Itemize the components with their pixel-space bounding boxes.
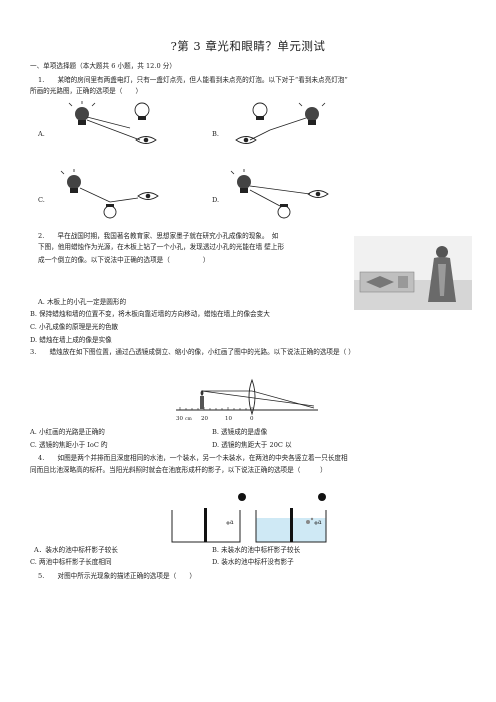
q1-figure-a bbox=[68, 101, 157, 144]
q4-option-b: B. 未装水的池中标杆影子较长 bbox=[212, 546, 301, 554]
eye-icon bbox=[135, 136, 157, 144]
q1-stem-line1: 1. 某暗的房间里有两盏电灯，只有一盏灯点亮，但人能看到未点亮的灯泡。以下对于“… bbox=[38, 76, 348, 84]
lit-bulb-icon bbox=[230, 169, 251, 193]
q3-option-d: D. 透镜的焦距大于 20C 以 bbox=[212, 441, 292, 449]
q1-option-c-label: C. bbox=[38, 196, 45, 204]
q1-option-d-label: D. bbox=[212, 196, 220, 204]
ruler-label-10: 10 bbox=[225, 416, 232, 422]
ruler-label-30: 30 bbox=[176, 416, 183, 422]
q4-option-c: C. 两池中标杆影子长度相同 bbox=[30, 558, 112, 566]
sun-icon bbox=[238, 493, 246, 501]
q4-water-pool-label: a bbox=[318, 519, 322, 526]
q4-stem-line2: 同而且比池深略高的标杆。当阳光斜照时就会在池底形成杆的影子，以下说法正确的选项是… bbox=[30, 466, 327, 474]
q4-empty-pool-label: a bbox=[230, 519, 234, 526]
q1-stem-line2: 所画的光路图，正确的选项是（ ） bbox=[30, 87, 143, 95]
q1-figure-c bbox=[60, 169, 159, 219]
q4-option-d: D. 装水的池中标杆没有影子 bbox=[212, 558, 294, 566]
q3-option-b: B. 透镜成的是虚像 bbox=[212, 428, 268, 436]
q2-option-c: C. 小孔成像的原理是光的色散 bbox=[30, 323, 119, 331]
q5-stem: 5. 对图中所示光现象的描述正确的选项是（ ） bbox=[38, 572, 196, 580]
q3-stem: 3. 蜡烛放在如下图位置，通过凸透镜成倒立、缩小的像，小红画了图中的光路。以下说… bbox=[30, 348, 355, 356]
q1-option-a-label: A. bbox=[38, 130, 45, 138]
q2-mozi-pinhole-illustration bbox=[354, 236, 472, 310]
lit-bulb-icon bbox=[68, 101, 96, 125]
splash-icon bbox=[306, 517, 314, 524]
q1-option-b-label: B. bbox=[212, 130, 219, 138]
q3-option-c: C. 透镜的焦距小于 IoC 旳 bbox=[30, 441, 108, 449]
q3-option-a: A. 小红画的光路是正确的 bbox=[30, 428, 105, 436]
unlit-bulb-icon bbox=[277, 204, 291, 219]
q2-stem-line1: 2. 早在战国时期，我国著名教育家、思想家墨子就在研究小孔成像的现象。 如 bbox=[38, 232, 279, 240]
unlit-bulb-icon bbox=[252, 102, 268, 120]
q1-figure-b bbox=[235, 102, 326, 144]
ruler-label-unit: cm bbox=[185, 417, 193, 422]
lit-bulb-icon bbox=[60, 169, 81, 193]
eye-icon bbox=[137, 192, 159, 200]
q2-stem-line2: 下图，他用蜡烛作为光源，在木板上钻了一个小孔，发现透过小孔的光能在墙 壁上形 bbox=[38, 243, 285, 251]
ruler-label-20: 20 bbox=[201, 416, 208, 422]
q2-option-d: D. 蜡烛在墙上成的像是实像 bbox=[30, 336, 112, 344]
q1-figure-d bbox=[230, 169, 329, 219]
unlit-bulb-icon bbox=[134, 102, 150, 120]
q2-option-a: A. 木板上的小孔一定是圆形的 bbox=[38, 298, 127, 306]
section-heading: 一、单项选择题（本大题共 6 小题，共 12.0 分） bbox=[30, 62, 176, 70]
eye-icon bbox=[307, 190, 329, 198]
unlit-bulb-icon bbox=[103, 204, 117, 219]
ruler-label-0: 0 bbox=[250, 416, 254, 422]
sun-icon bbox=[318, 493, 326, 501]
eye-icon bbox=[235, 136, 257, 144]
q3-lens-ruler-figure: 30 cm 20 10 0 bbox=[176, 378, 318, 422]
lit-bulb-icon bbox=[298, 102, 326, 125]
page-title: ?第 3 章光和眼睛？单元测试 bbox=[170, 39, 326, 53]
convex-lens-icon bbox=[248, 378, 256, 416]
q4-stem-line1: 4. 如图是两个并排而且深度相同的水池，一个装水，另一个未装水，在两池的中央各竖… bbox=[38, 454, 348, 462]
mozi-figure-icon bbox=[428, 246, 456, 302]
q2-option-b: B. 保持蜡烛和墙的位置不变，将木板向靠近墙的方向移动，蜡烛在墙上的像会变大 bbox=[30, 310, 270, 318]
q2-stem-line3: 成一个倒立的像。以下说法中正确的选项是（ ） bbox=[38, 256, 210, 264]
q4-pools-figure: a a bbox=[171, 493, 327, 543]
q4-option-a: A．装水的池中标杆影子较长 bbox=[34, 546, 118, 554]
candle-icon bbox=[200, 390, 204, 409]
